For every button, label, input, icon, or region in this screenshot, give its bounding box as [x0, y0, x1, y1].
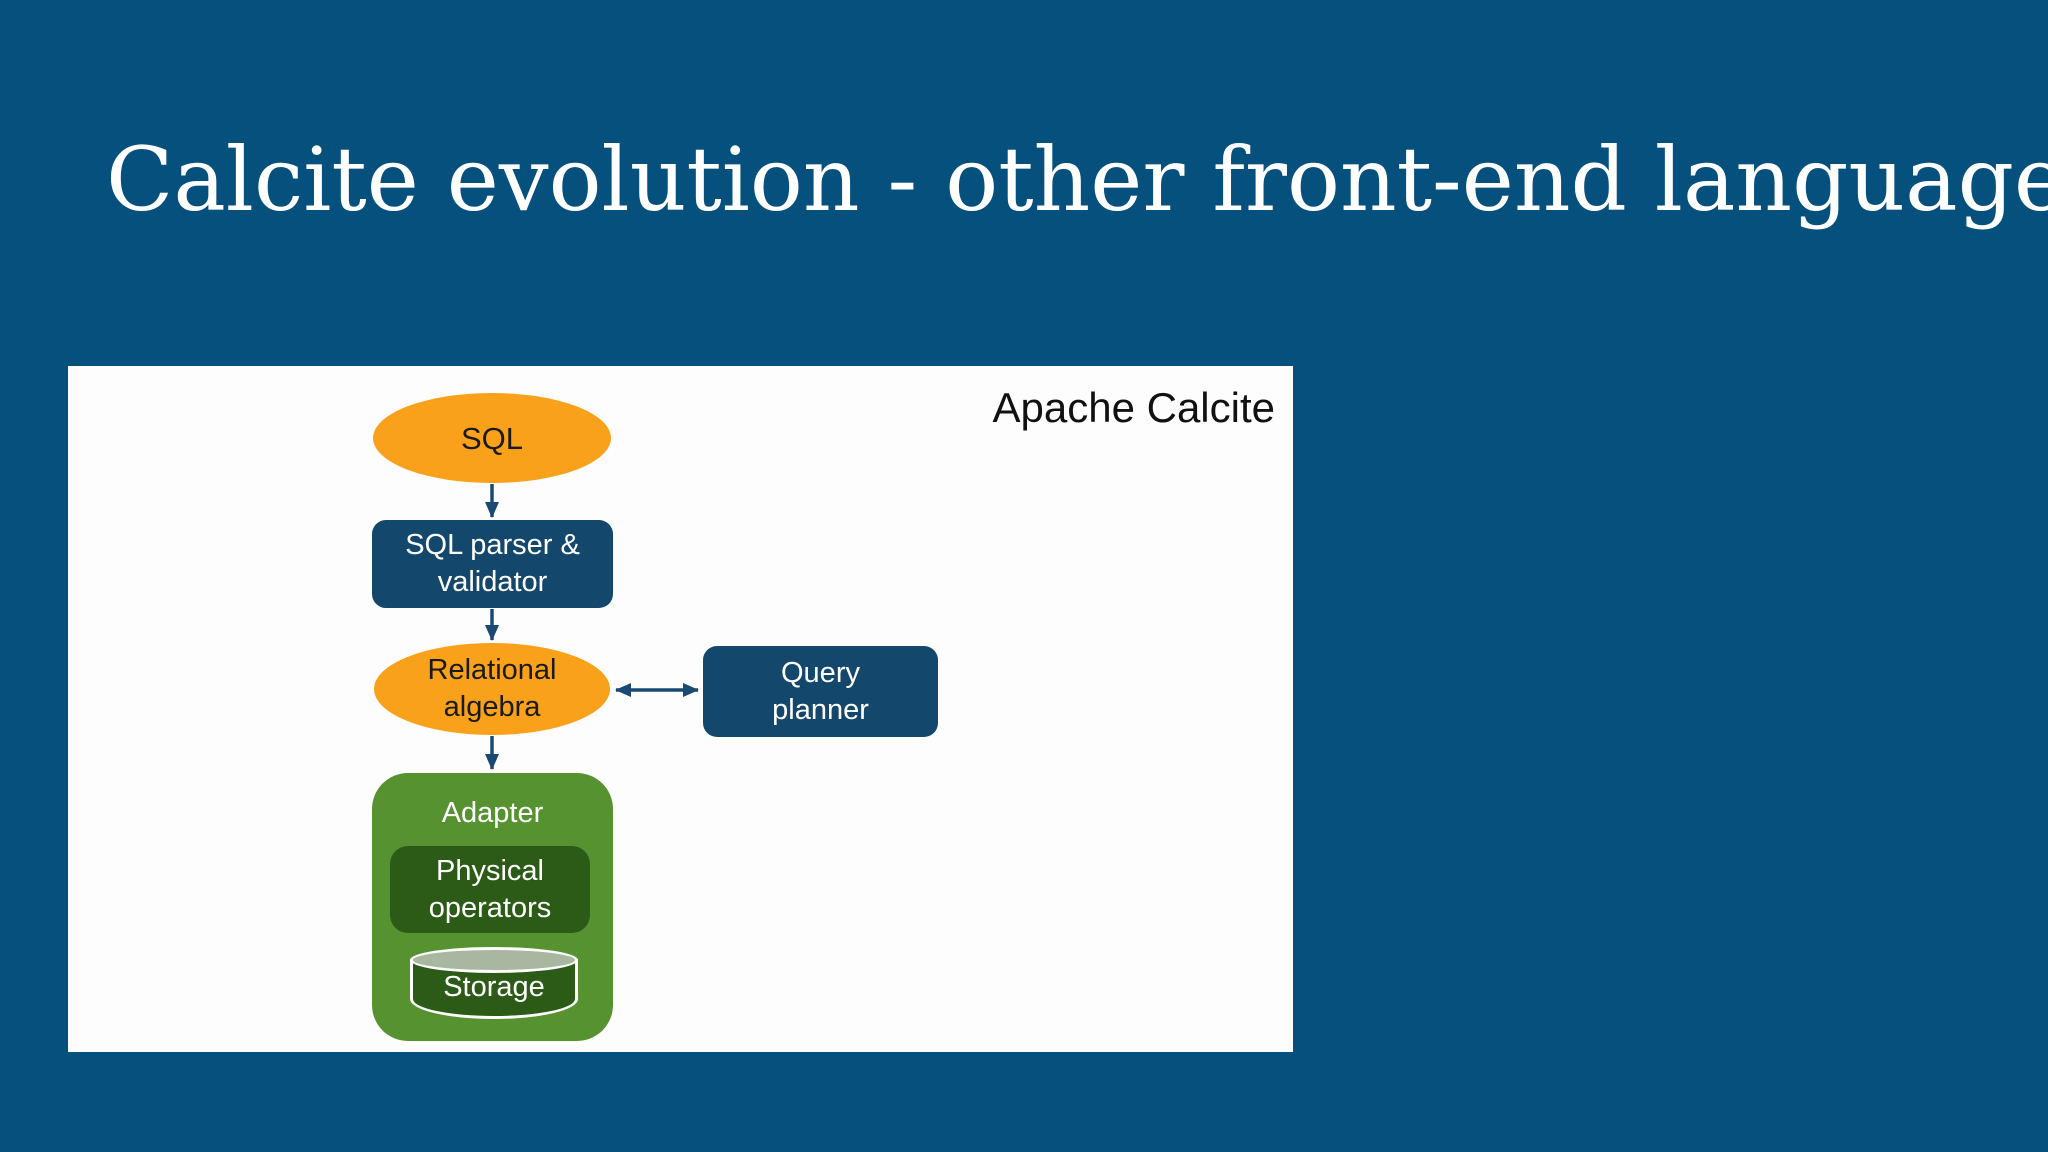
node-physical-operators-label-line1: Physical — [436, 854, 544, 887]
node-adapter: Adapter Physical operators Storage — [372, 773, 613, 1041]
node-sql: SQL — [373, 393, 611, 483]
node-sql-label: SQL — [460, 420, 524, 456]
diagram-edges — [485, 484, 699, 770]
node-relational-algebra-label-line2: algebra — [443, 691, 541, 723]
node-query-planner-label-line1: Query — [781, 656, 860, 689]
node-relational-algebra-label-line1: Relational — [427, 654, 557, 686]
node-relational-algebra: Relational algebra — [374, 643, 610, 735]
slide-title: Calcite evolution - other front-end lang… — [106, 128, 2048, 231]
node-query-planner: Query planner — [703, 646, 938, 737]
node-storage-label: Storage — [443, 971, 545, 1003]
node-physical-operators: Physical operators — [390, 846, 590, 933]
node-parser-label-line2: validator — [437, 566, 548, 598]
node-sql-parser-validator: SQL parser & validator — [372, 520, 613, 608]
node-physical-operators-label-line2: operators — [428, 891, 552, 924]
diagram-panel: Apache Calcite SQL SQL parser & validato… — [68, 366, 1293, 1052]
diagram-heading: Apache Calcite — [992, 384, 1276, 431]
node-adapter-label: Adapter — [441, 797, 544, 829]
node-parser-label-line1: SQL parser & — [405, 529, 580, 561]
storage-cylinder-top — [410, 947, 578, 973]
node-query-planner-label-line2: planner — [772, 693, 869, 726]
